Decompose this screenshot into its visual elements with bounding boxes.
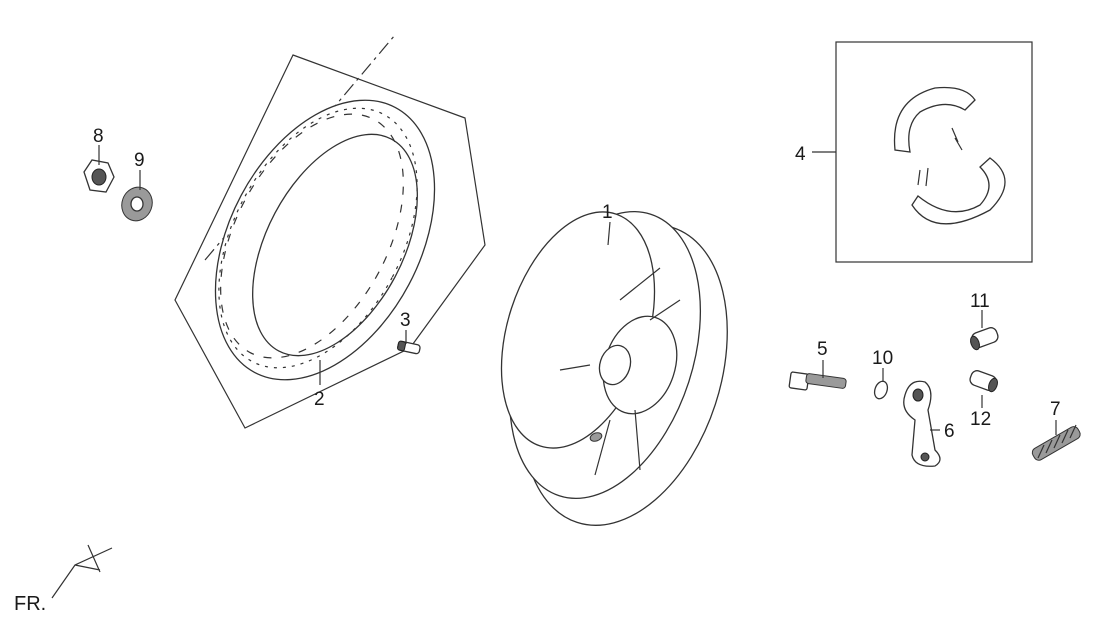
callout-1: 1 (602, 202, 613, 223)
callout-2: 2 (314, 389, 325, 410)
front-direction-label: FR. (14, 593, 46, 615)
front-direction-marker: FR. (14, 544, 113, 615)
brake-shoes (893, 86, 1006, 225)
brake-cam-bolt (788, 371, 847, 391)
valve-stem (397, 340, 421, 355)
bush-11 (970, 327, 999, 351)
callout-1-leader (607, 221, 611, 246)
brake-spring (1031, 424, 1081, 461)
wheel-rim (500, 210, 728, 526)
callout-4: 4 (795, 144, 806, 165)
brake-shoe-box (835, 41, 1033, 263)
callout-8: 8 (93, 126, 104, 147)
callout-6: 6 (944, 421, 955, 442)
axle-nut (83, 159, 115, 193)
callout-5: 5 (817, 339, 828, 360)
callout-12: 12 (970, 409, 991, 430)
small-washer (873, 380, 889, 400)
callout-11: 11 (970, 291, 990, 312)
axle-washer (121, 186, 153, 222)
bush-12 (969, 370, 998, 393)
tire (214, 99, 436, 381)
callout-3: 3 (400, 310, 411, 331)
callout-7: 7 (1050, 399, 1061, 420)
callout-9: 9 (134, 150, 145, 171)
brake-arm (903, 380, 941, 467)
callout-10: 10 (872, 348, 893, 369)
